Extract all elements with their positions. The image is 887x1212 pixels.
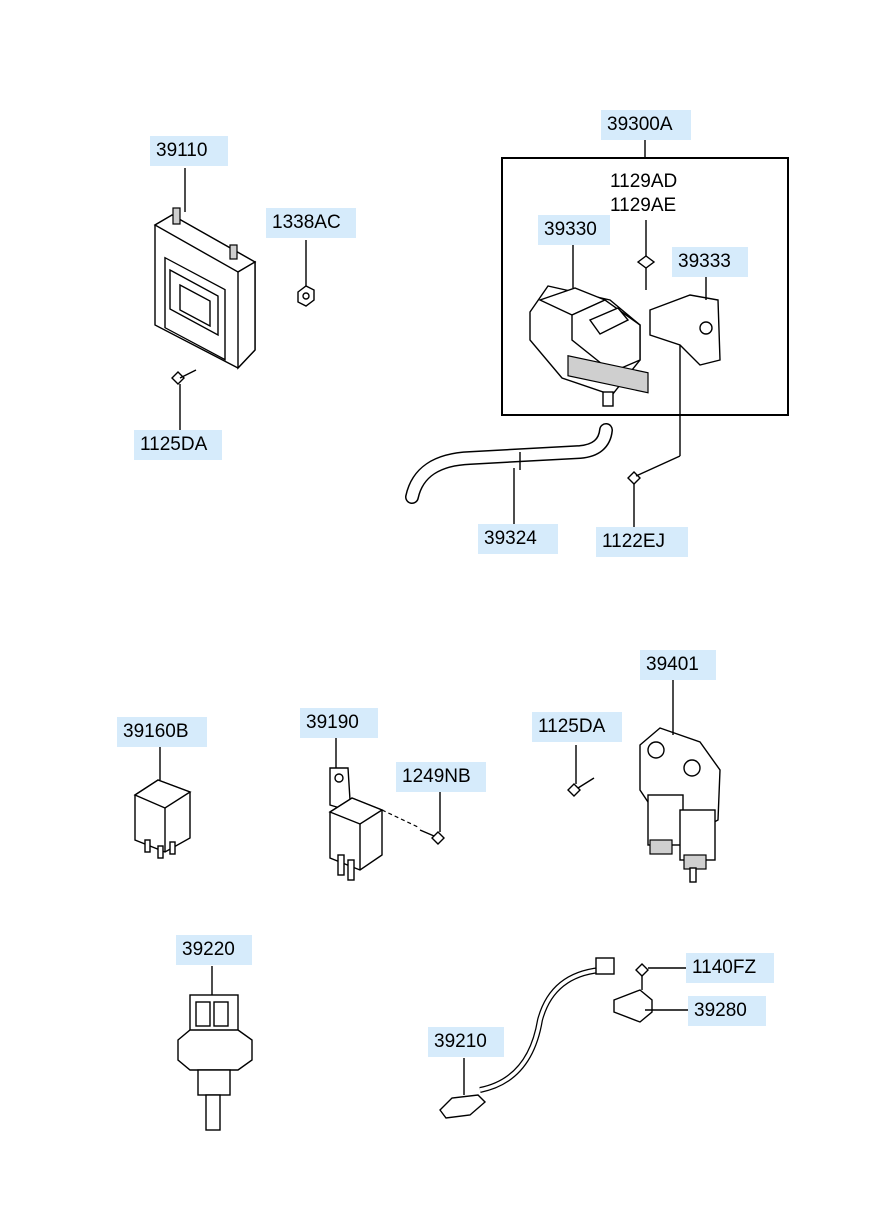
bracket-bolt-drawing <box>627 345 681 530</box>
label-1129AE: 1129AE <box>610 195 677 216</box>
map-bracket-drawing <box>649 277 721 366</box>
label-1140FZ: 1140FZ <box>686 953 774 983</box>
map-bolt-drawing <box>636 220 656 290</box>
label-1125DA-ecu: 1125DA <box>134 430 222 460</box>
map-sensor-drawing <box>529 245 649 407</box>
label-39220: 39220 <box>176 935 252 965</box>
clip-bolt-drawing <box>635 963 688 990</box>
vacuum-hose-drawing <box>405 423 613 527</box>
label-39300A: 39300A <box>601 110 691 140</box>
temp-sensor-drawing <box>177 966 253 1131</box>
label-39330: 39330 <box>538 215 610 245</box>
label-39401: 39401 <box>640 650 716 680</box>
label-39190: 39190 <box>300 708 378 738</box>
label-1125DA-solenoid: 1125DA <box>532 712 622 742</box>
relay-screw-drawing <box>419 790 445 845</box>
label-39324: 39324 <box>478 524 558 554</box>
label-1129AD: 1129AD <box>610 171 678 192</box>
sensor-clip-drawing <box>613 989 688 1023</box>
relay-bracket-drawing <box>328 738 421 881</box>
oxygen-sensor-drawing <box>439 957 615 1119</box>
label-1338AC: 1338AC <box>266 208 356 238</box>
label-39110: 39110 <box>150 136 228 166</box>
label-39210: 39210 <box>428 1027 504 1057</box>
solenoid-valve-drawing <box>639 680 721 883</box>
label-39160B: 39160B <box>117 717 207 747</box>
relay-drawing <box>133 746 192 859</box>
ecu-drawing <box>153 168 257 370</box>
label-1249NB: 1249NB <box>396 762 486 792</box>
label-39333: 39333 <box>672 247 748 277</box>
ecu-bolt-drawing <box>171 369 197 430</box>
ecu-nut-drawing <box>297 240 315 307</box>
label-39280: 39280 <box>688 996 766 1026</box>
label-1122EJ: 1122EJ <box>596 527 688 557</box>
solenoid-bolt-drawing <box>567 745 595 797</box>
